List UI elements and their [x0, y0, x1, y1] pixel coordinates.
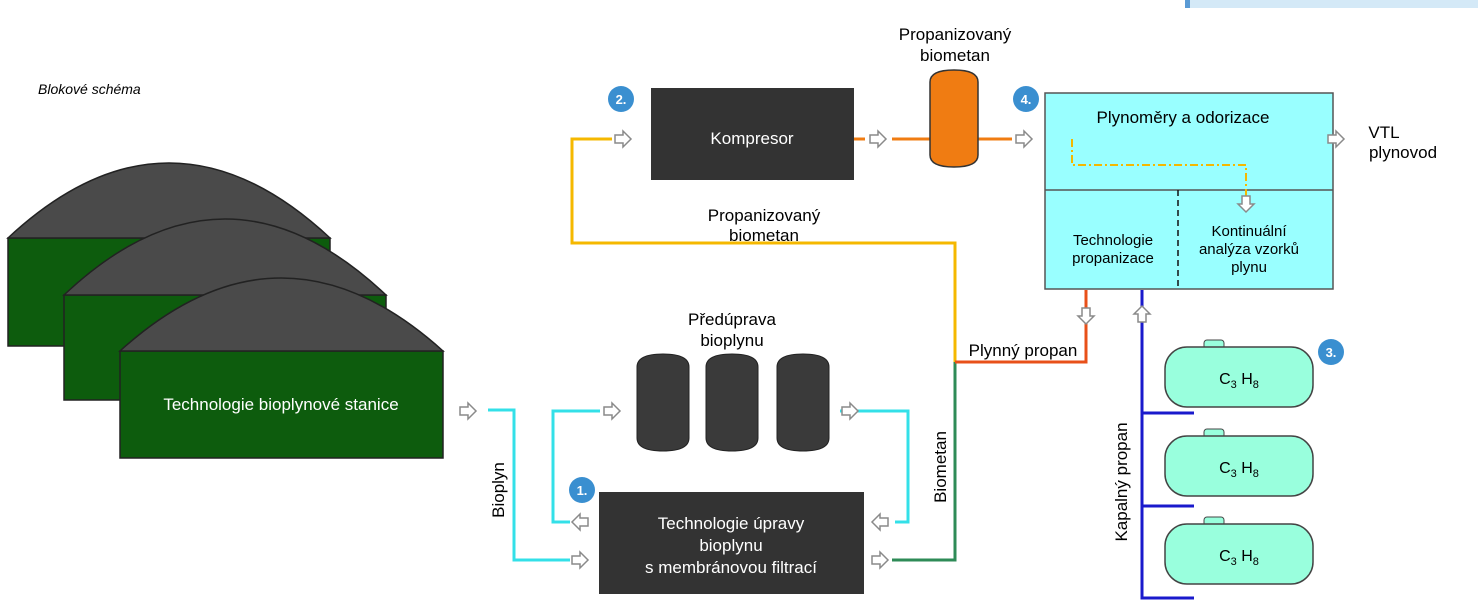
vessel-label-1: Propanizovaný: [899, 25, 1012, 44]
svg-text:3.: 3.: [1326, 345, 1337, 360]
arrow-right-icon: [571, 551, 589, 569]
propanized-pipe: [570, 137, 957, 362]
arrow-right-icon: [459, 402, 477, 420]
gaseous-propane-label: Plynný propan: [969, 341, 1078, 360]
tank-formula: C3 H8: [1219, 460, 1259, 480]
pretreatment-vessel: [636, 353, 690, 452]
svg-text:2.: 2.: [616, 92, 627, 107]
pretreatment-vessel: [776, 353, 830, 452]
plant-unit-front: [118, 277, 445, 459]
tank-formula: C3 H8: [1219, 371, 1259, 391]
svg-text:1.: 1.: [577, 483, 588, 498]
arrow-down-icon: [1077, 307, 1095, 325]
corner-accent-bar: [1185, 0, 1478, 8]
liquid-propane-pipes: [1140, 290, 1194, 600]
arrow-right-icon: [869, 130, 887, 148]
step-badge-2: 2.: [608, 86, 634, 112]
biogas-pipes: [488, 408, 910, 562]
step-badge-4: 4.: [1013, 86, 1039, 112]
arrow-right-icon: [1015, 130, 1033, 148]
membrane-upgrade-block: Technologie úpravy bioplynu s membránovo…: [599, 492, 864, 594]
propanized-route-label-2: biometan: [729, 226, 799, 245]
arrow-right-icon: [603, 402, 621, 420]
compressor-block: Kompresor: [651, 88, 854, 180]
step-badge-3: 3.: [1318, 339, 1344, 365]
arrow-up-icon: [1133, 305, 1151, 323]
arrow-right-icon: [871, 551, 889, 569]
station-analysis-label-3: plynu: [1231, 259, 1267, 276]
arrow-right-icon: [614, 130, 632, 148]
svg-text:4.: 4.: [1021, 92, 1032, 107]
propane-tank: C3 H8: [1164, 516, 1314, 585]
tank-formula: C3 H8: [1219, 548, 1259, 568]
compressor-label: Kompresor: [710, 129, 793, 148]
propane-tank: C3 H8: [1164, 339, 1314, 408]
biogas-plant: Technologie bioplynové stanice: [6, 162, 445, 459]
biogas-label: Bioplyn: [489, 462, 508, 518]
station-analysis-label-1: Kontinuální: [1211, 223, 1287, 240]
step-badge-1: 1.: [569, 477, 595, 503]
arrow-left-icon: [571, 513, 589, 531]
pretreatment-vessel: [705, 353, 759, 452]
pretreatment-label-2: bioplynu: [700, 331, 763, 350]
station-title: Plynoměry a odorizace: [1097, 108, 1270, 127]
propane-tank: C3 H8: [1164, 428, 1314, 497]
plant-label: Technologie bioplynové stanice: [163, 395, 398, 414]
station-analysis-label-2: analýza vzorků: [1199, 241, 1299, 258]
upgrade-label-3: s membránovou filtrací: [645, 558, 817, 577]
gas-station: Plynoměry a odorizace Technologie propan…: [1044, 92, 1334, 290]
biomethane-pipe: [892, 362, 957, 562]
pretreatment-unit: Předúprava bioplynu: [636, 310, 830, 452]
biomethane-label: Biometan: [931, 431, 950, 503]
arrow-left-icon: [871, 513, 889, 531]
upgrade-label-2: bioplynu: [699, 536, 762, 555]
vessel-label-2: biometan: [920, 46, 990, 65]
propanized-vessel: Propanizovaný biometan: [899, 25, 1012, 168]
upgrade-label-1: Technologie úpravy: [658, 514, 805, 533]
station-tech-label-1: Technologie: [1073, 232, 1153, 249]
arrow-right-icon: [841, 402, 859, 420]
liquid-propane-label: Kapalný propan: [1112, 422, 1131, 541]
diagram-caption: Blokové schéma: [38, 81, 141, 97]
propanized-route-label-1: Propanizovaný: [708, 206, 821, 225]
outlet-label-1: VTL: [1368, 123, 1399, 142]
pretreatment-label-1: Předúprava: [688, 310, 776, 329]
outlet-label-2: plynovod: [1369, 143, 1437, 162]
station-tech-label-2: propanizace: [1072, 250, 1154, 267]
